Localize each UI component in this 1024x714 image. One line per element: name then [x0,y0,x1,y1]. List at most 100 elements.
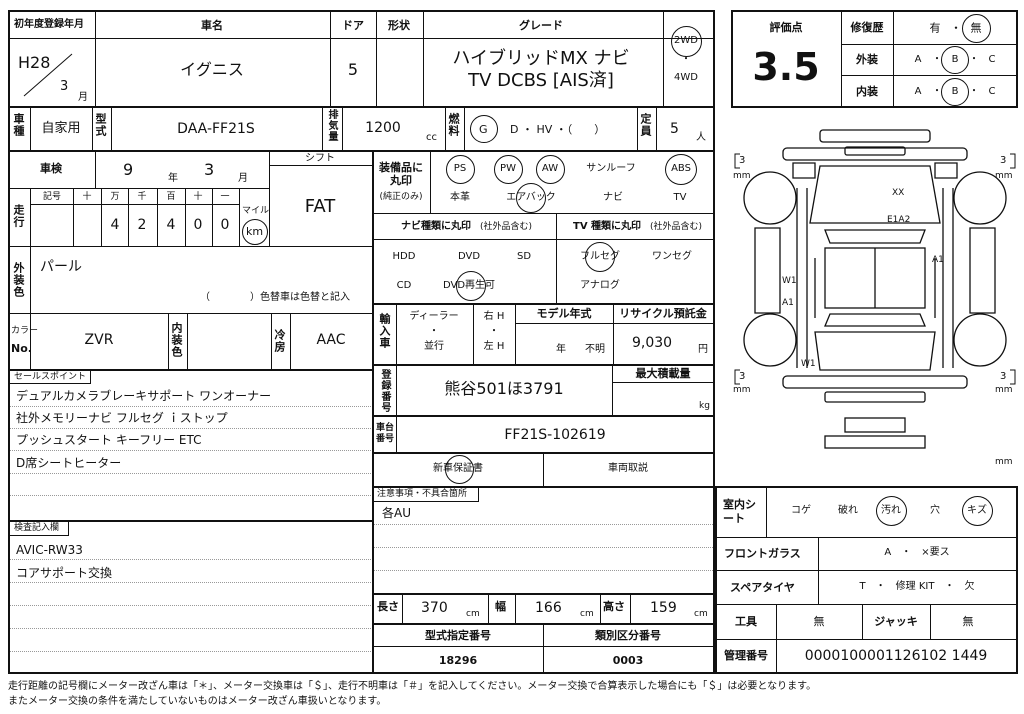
shift-value: FAT [304,196,336,217]
tread-rr-unit: mm [995,385,1013,395]
tread-fr-unit: mm [995,171,1013,181]
equipment-label-note: (純正のみ) [379,192,423,202]
model-label: 型式 [94,113,107,137]
spare-tire-label: スペアタイヤ [730,581,795,594]
interior-sheet-label: 室内シート [723,498,756,526]
main-sheet [8,10,715,674]
tread-fl: 3 [739,155,746,166]
length-value: 370 [421,600,448,616]
exterior-dot: ・ [932,54,942,65]
mileage-digit: 0 [193,217,203,233]
max-load-label: 最大積載量 [635,367,691,380]
repair-yes: 有 [929,21,941,35]
import-left-h: 左 H [483,341,505,352]
length-unit: cm [466,609,480,619]
spare-tire-options: T ・ 修理 KIT ・ 欠 [859,581,975,592]
width-value: 166 [535,600,562,616]
mileage-digit: 4 [166,217,176,233]
mileage-digit: 2 [137,217,147,233]
height-value: 159 [650,600,677,616]
tread-fr: 3 [1000,155,1007,166]
capacity-value: 5 [670,121,679,137]
type-no-label: 型式指定番号 [425,629,491,642]
use-value: 自家用 [41,121,81,136]
mileage-col-3: 千 [137,192,147,202]
doc-warranty-circle [445,455,474,484]
sales-point-line: デュアルカメラブレーキサポート ワンオーナー [16,389,272,403]
equip-tv: TV [673,192,687,203]
inspector-line: AVIC-RW33 [16,543,83,557]
mileage-digit: 4 [110,217,120,233]
sheet-burn: コゲ [791,505,811,516]
exterior-a: A [914,54,922,65]
class-no-label: 類別区分番号 [595,629,661,642]
windshield-options: A ・ ×要ス [884,547,950,558]
import-dot: ・ [429,326,439,337]
exterior-color-value: パール [40,259,82,275]
km-circle [242,219,268,245]
damage-mark: W1 [801,359,816,369]
navi-cd: CD [396,280,412,291]
inspection-month: 3 [204,160,215,179]
chassis-label: 車台番号 [376,423,395,444]
exterior-b-circle [941,46,969,74]
recycle-value: 9,030 [632,335,673,351]
import-dot2: ・ [489,326,499,337]
equip-ps-circle [446,155,475,184]
sales-point-line: D席シートヒーター [16,456,122,470]
registration-value: 熊谷501ほ3791 [444,379,564,398]
navi-dvd: DVD [457,251,481,262]
door-value: 5 [347,60,359,79]
mileage-col-symbol: 記号 [42,192,62,202]
model-year-unit: 年 [556,344,566,355]
use-label: 車種 [12,113,25,137]
inspector-line: コアサポート交換 [16,566,113,580]
car-name: イグニス [180,60,244,79]
type-no-value: 18296 [438,654,478,667]
recycle-label: リサイクル預託金 [619,307,707,320]
tv-analog: アナログ [580,280,620,291]
equipment-label: 装備品に丸印 [379,161,423,188]
tread-rl: 3 [739,371,746,382]
car-diagram [734,129,1016,449]
inspection-year: 9 [123,160,134,179]
exterior-c: C [988,54,996,65]
import-right-h: 右 H [483,311,505,322]
reg-year-label: 初年度登録年月 [14,19,84,30]
navi-hdd: HDD [392,251,416,262]
mileage-col-5: 十 [193,192,203,202]
tv-oneseg: ワンセグ [652,251,692,262]
repair-no-circle [962,14,991,43]
sheet-hole: 穴 [930,505,940,516]
sales-points-label: セールスポイント [14,372,87,382]
drive-4wd: 4WD [674,72,698,83]
interior-b-circle [941,78,969,106]
model-year-value: 不明 [585,344,605,355]
interior-color-label: 内装色 [170,322,183,358]
score-value: 3.5 [752,45,820,89]
tread-fl-unit: mm [733,171,751,181]
caution-line: 各AU [382,506,411,520]
jack-value: 無 [962,615,974,628]
caution-label: 注意事項・不具合箇所 [377,489,468,499]
navi-sd: SD [516,251,532,262]
sheet-stain-circle [876,496,907,526]
mileage-label: 走行 [12,204,25,228]
height-unit: cm [694,609,708,619]
inspection-month-unit: 月 [238,173,248,184]
length-label: 長さ [377,600,399,613]
tools-label: 工具 [735,615,757,628]
grade-line2: TV DCBS [AIS済] [468,70,614,91]
car-name-label: 車名 [201,19,223,32]
width-unit: cm [580,609,594,619]
shape-label: 形状 [388,19,410,32]
navi-label: ナビ種類に丸印 [401,221,471,232]
model-value: DAA-FF21S [177,121,255,137]
tread-bottom-unit: mm [995,457,1013,467]
exterior-dot2: ・ [969,54,979,65]
tread-rr: 3 [1000,371,1007,382]
reg-era: H28 [18,53,51,72]
management-label: 管理番号 [724,649,768,662]
sales-point-line: 社外メモリーナビ フルセグ ｉストップ [16,411,228,425]
fuel-label: 燃料 [447,113,460,137]
